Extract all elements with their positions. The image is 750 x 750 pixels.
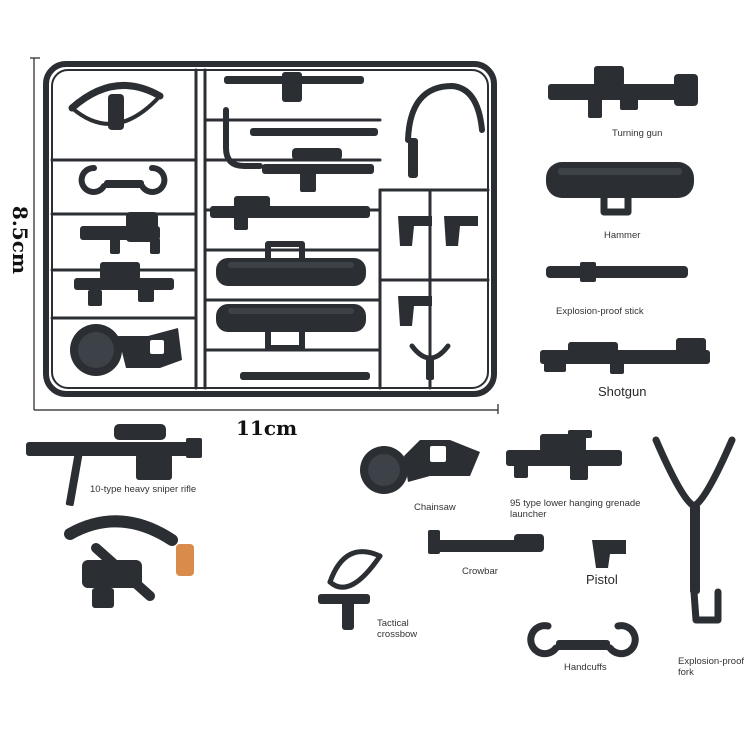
grenade-launcher-label: 95 type lower hanging grenade launcher: [510, 498, 641, 520]
hammer-label: Hammer: [604, 230, 641, 241]
explosion-proof-fork-part: [652, 436, 736, 624]
chainsaw-part: [360, 440, 480, 494]
explosion-proof-fork-label: Explosion-proof fork: [678, 656, 745, 678]
height-dimension-label: 8.5cm: [8, 205, 32, 275]
width-dimension-label: 11cm: [236, 416, 298, 440]
held-crossbow-part: [64, 515, 194, 608]
sprue-frame: [43, 61, 497, 397]
sniper-rifle-label: 10-type heavy sniper rifle: [90, 484, 197, 495]
tactical-crossbow-label: Tactical crossbow: [377, 618, 418, 640]
sniper-rifle-part: [26, 424, 202, 506]
chainsaw-label: Chainsaw: [414, 502, 456, 513]
handcuffs-part: [527, 622, 639, 658]
dimension-lines: [30, 57, 499, 414]
grenade-launcher-part: [506, 430, 622, 480]
explosion-proof-stick-part: [546, 262, 688, 282]
handcuffs-label: Handcuffs: [564, 662, 607, 673]
shotgun-part: [540, 338, 710, 374]
pistol-part: [592, 540, 626, 568]
explosion-proof-stick-label: Explosion-proof stick: [556, 306, 644, 317]
turning-gun-part: [548, 66, 698, 118]
crowbar-label: Crowbar: [462, 566, 498, 577]
turning-gun-label: Turning gun: [612, 128, 663, 139]
crowbar-part: [428, 530, 544, 554]
pistol-label: Pistol: [586, 572, 618, 587]
tactical-crossbow-part: [318, 549, 383, 630]
shotgun-label: Shotgun: [598, 384, 647, 399]
hammer-part: [546, 162, 694, 216]
